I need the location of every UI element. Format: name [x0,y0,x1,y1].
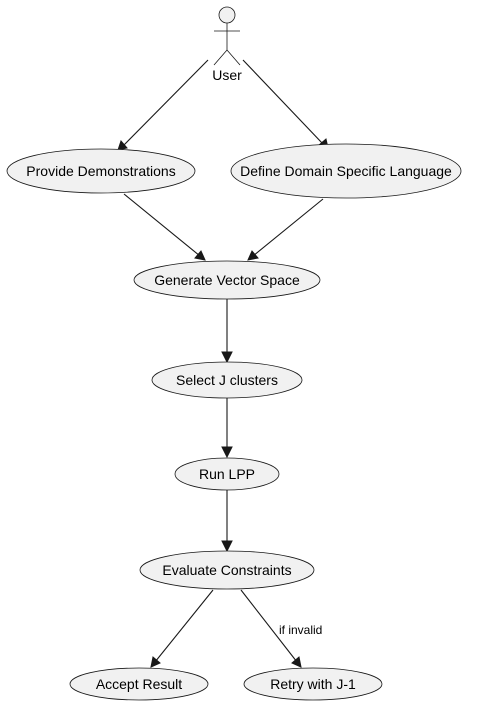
arrowhead [221,540,233,553]
arrowhead [117,140,128,151]
use-case-label: Generate Vector Space [154,272,300,288]
actor-right-leg [226,49,241,66]
use-case-label: Run LPP [199,466,255,482]
use-case-run-lpp: Run LPP [174,457,280,491]
arrowhead [221,446,233,459]
arrowhead [221,351,233,364]
use-case-define-dsl: Define Domain Specific Language [230,143,462,199]
edge-evaluate-to-retry [240,589,298,663]
use-case-evaluate-constraints: Evaluate Constraints [139,550,315,590]
use-case-retry: Retry with J-1 [243,667,383,701]
edge-evaluate-to-accept [154,589,214,663]
use-case-generate-vector-space: Generate Vector Space [133,260,321,300]
use-case-label: Accept Result [96,676,182,692]
use-case-select-clusters: Select J clusters [151,361,303,399]
use-case-label: Provide Demonstrations [26,163,175,179]
arrowhead [291,656,302,668]
use-case-label: Retry with J-1 [270,676,356,692]
use-case-label: Define Domain Specific Language [240,163,452,179]
use-case-label: Evaluate Constraints [162,562,291,578]
actor-head [218,6,236,24]
use-case-provide-demonstrations: Provide Demonstrations [6,148,196,194]
actor-label: User [212,67,242,83]
edges: if invalid [117,59,329,668]
edge-demonstrations-to-vector [123,193,201,257]
arrowhead [150,656,161,668]
arrowhead [194,250,206,261]
edge-user-to-dsl [242,59,324,145]
arrowhead [247,250,259,261]
edge-label-if-invalid: if invalid [279,623,322,637]
use-case-label: Select J clusters [176,372,278,388]
edge-user-to-demonstrations [122,59,209,147]
edge-dsl-to-vector [252,198,324,257]
actor-left-leg [213,49,228,66]
user-actor: User [212,6,242,83]
use-case-accept-result: Accept Result [69,667,209,701]
